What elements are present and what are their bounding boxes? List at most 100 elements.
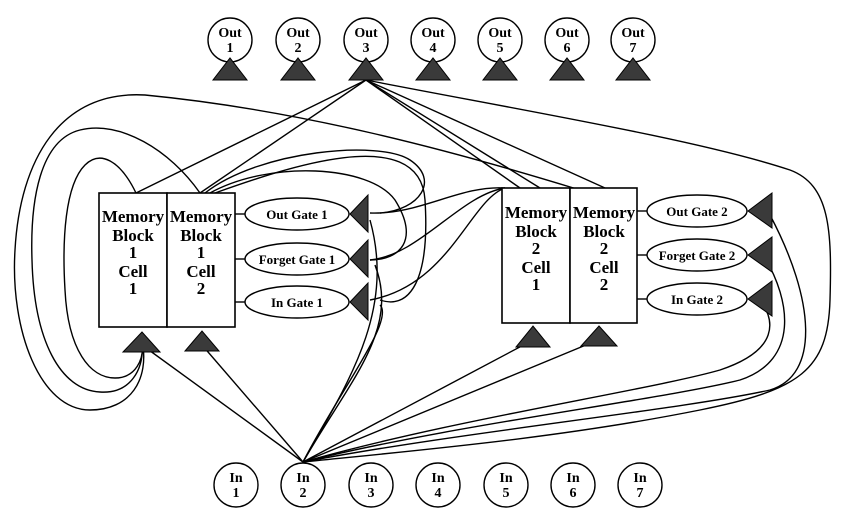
in-gate-2: In Gate 2: [646, 280, 773, 317]
output-units: Out 1 Out 2 Out 3 Out 4 Out 5: [207, 17, 656, 81]
forget-gate-2: Forget Gate 2: [646, 236, 773, 273]
cell-label-line: 2: [600, 239, 609, 258]
gate-ellipse: [244, 242, 350, 276]
cell-label-line: Block: [583, 222, 625, 241]
input-unit-2: In 2: [280, 462, 326, 508]
edge-b2-outgate1: [369, 187, 506, 214]
cell-label-line: Cell: [118, 262, 148, 281]
gate-label: Forget Gate 2: [659, 248, 736, 263]
gate-triangle-icon: [747, 236, 773, 273]
input-unit-index: 1: [233, 486, 240, 501]
cell-label-line: 1: [532, 275, 541, 294]
edge-in2-ingate2: [302, 299, 771, 463]
cell-label-line: 1: [129, 279, 138, 298]
output-unit-index: 5: [497, 41, 504, 56]
input-unit-circle: [213, 462, 259, 508]
input-unit-circle: [617, 462, 663, 508]
gate-label: Forget Gate 1: [259, 252, 336, 267]
output-unit-triangle-icon: [481, 57, 519, 81]
cell-label-line: Memory: [102, 207, 165, 226]
input-unit-circle: [550, 462, 596, 508]
output-unit-label: Out: [286, 26, 310, 41]
cell-label-line: 2: [532, 239, 541, 258]
output-unit-triangle-icon: [614, 57, 652, 81]
cell-label-line: Block: [515, 222, 557, 241]
cell-input-triangle-icon: [183, 330, 221, 352]
gate-ellipse: [646, 194, 748, 228]
edge-b2-forgetgate1: [369, 187, 506, 261]
input-unit-circle: [483, 462, 529, 508]
output-unit-index: 6: [564, 41, 571, 56]
input-units: In 1 In 2 In 3 In 4 In 5 In 6: [213, 462, 663, 508]
edge-out3-block2-a: [365, 79, 521, 189]
edge-in2-b1c2: [201, 344, 304, 463]
output-unit-2: Out 2: [275, 17, 321, 81]
edge-out3-block2-cell2: [365, 79, 606, 189]
edge-loop-outer: [13, 94, 581, 411]
input-unit-7: In 7: [617, 462, 663, 508]
edge-loop-inner: [63, 157, 144, 379]
cell-label-line: 1: [129, 243, 138, 262]
edge-out3-outgate2: [302, 79, 832, 463]
memory-block-2: Memory Block 2 Cell 1 Memory Block 2 Cel…: [501, 187, 773, 348]
gate-label: Out Gate 1: [266, 207, 327, 222]
cell-label-line: Cell: [589, 258, 619, 277]
edge-b2-ingate1: [369, 187, 506, 301]
gate-label: In Gate 2: [671, 292, 723, 307]
input-unit-index: 3: [368, 486, 375, 501]
input-unit-label: In: [431, 471, 444, 486]
cell-label-line: Memory: [170, 207, 233, 226]
input-unit-5: In 5: [483, 462, 529, 508]
input-unit-3: In 3: [348, 462, 394, 508]
input-unit-6: In 6: [550, 462, 596, 508]
gate-ellipse: [646, 238, 748, 272]
output-unit-triangle-icon: [548, 57, 586, 81]
output-unit-label: Out: [555, 26, 579, 41]
output-unit-label: Out: [218, 26, 242, 41]
input-unit-label: In: [633, 471, 646, 486]
cell-label-line: Memory: [573, 203, 636, 222]
output-unit-triangle-icon: [414, 57, 452, 81]
output-unit-label: Out: [421, 26, 445, 41]
input-unit-index: 6: [570, 486, 577, 501]
output-unit-4: Out 4: [410, 17, 456, 81]
memory-block-1: Memory Block 1 Cell 1 Memory Block 1 Cel…: [98, 192, 369, 353]
cell-label-line: 2: [197, 279, 206, 298]
out-gate-2: Out Gate 2: [646, 192, 773, 229]
cell-label-line: Cell: [521, 258, 551, 277]
edge-in2-forgetgate2: [302, 257, 786, 463]
input-unit-circle: [348, 462, 394, 508]
input-unit-index: 4: [435, 486, 442, 501]
gate-triangle-icon: [349, 238, 369, 279]
edge-out3-block1-cell1: [135, 79, 367, 194]
forget-gate-1: Forget Gate 1: [244, 238, 369, 279]
gate-triangle-icon: [747, 192, 773, 229]
input-unit-index: 5: [503, 486, 510, 501]
input-unit-4: In 4: [415, 462, 461, 508]
output-unit-index: 1: [227, 41, 234, 56]
cell-label-line: 1: [197, 243, 206, 262]
cell-label-line: Cell: [186, 262, 216, 281]
input-unit-circle: [415, 462, 461, 508]
gate-label: In Gate 1: [271, 295, 323, 310]
out-gate-1: Out Gate 1: [244, 193, 369, 234]
cell-input-triangle-icon: [579, 325, 619, 347]
output-unit-7: Out 7: [610, 17, 656, 81]
input-unit-label: In: [364, 471, 377, 486]
output-unit-index: 4: [430, 41, 437, 56]
output-unit-label: Out: [621, 26, 645, 41]
output-unit-6: Out 6: [544, 17, 590, 81]
output-unit-5: Out 5: [477, 17, 523, 81]
output-unit-1: Out 1: [207, 17, 253, 81]
edge-loop-middle: [31, 127, 201, 393]
gate-triangle-icon: [747, 280, 773, 317]
cell-label-line: Block: [180, 226, 222, 245]
cell-input-triangle-icon: [121, 331, 162, 353]
output-unit-index: 7: [630, 41, 637, 56]
gate-label: Out Gate 2: [666, 204, 727, 219]
memory-cell-2-1: [501, 187, 571, 324]
connections: [13, 79, 832, 463]
edge-in2-b2c2: [302, 339, 599, 463]
cell-input-triangle-icon: [514, 325, 552, 348]
